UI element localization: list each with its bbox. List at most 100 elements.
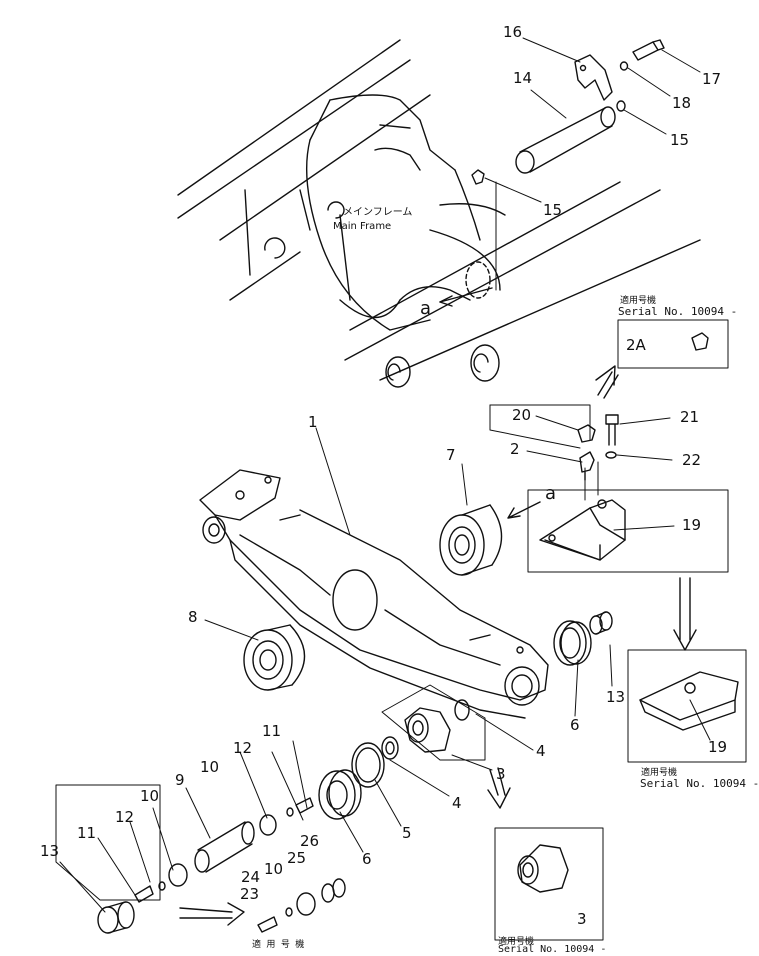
nut-15-lower bbox=[471, 169, 485, 185]
part-label-26: 26 bbox=[300, 832, 320, 850]
washer-22 bbox=[605, 451, 617, 459]
frame-hole-icon bbox=[264, 201, 500, 388]
part-label-4b: 4 bbox=[452, 794, 462, 812]
washer-12-upper bbox=[286, 807, 294, 817]
part-label-6a: 6 bbox=[362, 850, 372, 868]
part-label-22: 22 bbox=[682, 451, 702, 469]
bolt-23 bbox=[257, 916, 278, 933]
part-label-11b: 11 bbox=[77, 824, 97, 842]
part-label-4a: 4 bbox=[536, 742, 546, 760]
part-label-10a: 10 bbox=[200, 758, 220, 776]
ring-5 bbox=[351, 742, 385, 788]
bolt-11-left bbox=[134, 885, 154, 903]
bracket-20-top bbox=[489, 404, 591, 441]
serial-note-bottom: Serial No. 10094 - bbox=[498, 944, 607, 955]
hatched-arrow-down-small bbox=[487, 767, 511, 809]
part-label-12a: 12 bbox=[233, 739, 253, 757]
grease-fitting-2a bbox=[691, 332, 709, 351]
part-label-19b: 19 bbox=[708, 738, 728, 756]
view-marker-a: a bbox=[420, 298, 432, 319]
part-label-18: 18 bbox=[672, 94, 692, 112]
plate-10-bottom bbox=[296, 892, 316, 916]
main-frame-label-en: Main Frame bbox=[333, 221, 392, 232]
serial-box-2a bbox=[617, 319, 729, 369]
equalizer-bar-1 bbox=[199, 469, 549, 719]
hatched-arrow-up bbox=[595, 365, 619, 399]
bracket-left bbox=[55, 784, 161, 901]
view-marker-a-2: a bbox=[545, 483, 557, 504]
bracket-19 bbox=[527, 489, 729, 573]
part-label-17: 17 bbox=[702, 70, 722, 88]
plate-16 bbox=[574, 54, 613, 101]
bolt-21 bbox=[605, 414, 619, 446]
serial-box-3 bbox=[494, 827, 604, 941]
bolt-17 bbox=[632, 39, 665, 61]
seal-4-bottom bbox=[381, 736, 399, 760]
part-label-11a: 11 bbox=[262, 722, 282, 740]
part-label-13b: 13 bbox=[606, 688, 626, 706]
part-label-25: 25 bbox=[287, 849, 307, 867]
ring-5-inner bbox=[355, 747, 381, 783]
washer-24 bbox=[285, 907, 293, 917]
part-label-21: 21 bbox=[680, 408, 700, 426]
view-arrow-a-2 bbox=[507, 501, 541, 519]
part-label-7: 7 bbox=[446, 446, 456, 464]
part-label-24: 24 bbox=[241, 868, 261, 886]
part-label-19a: 19 bbox=[682, 516, 702, 534]
main-frame-label-jp: メインフレーム bbox=[343, 207, 413, 218]
part-label-1: 1 bbox=[308, 413, 318, 431]
nut-15 bbox=[616, 100, 626, 112]
part-label-5: 5 bbox=[402, 824, 412, 842]
bearing-6-left bbox=[318, 769, 362, 820]
fitting-20 bbox=[577, 424, 596, 443]
hatched-arrow-down bbox=[673, 577, 697, 651]
part-label-3b: 3 bbox=[577, 910, 587, 928]
pin-14 bbox=[515, 106, 616, 174]
seal-4-top bbox=[454, 699, 470, 721]
grease-fitting-2 bbox=[579, 451, 595, 481]
bearing-6-right bbox=[553, 620, 592, 666]
part-label-20: 20 bbox=[512, 406, 532, 424]
bushing-8 bbox=[243, 624, 306, 691]
part-label-13a: 13 bbox=[40, 842, 60, 860]
shim-25 bbox=[321, 883, 335, 903]
washer-18 bbox=[619, 61, 629, 71]
shim-26 bbox=[332, 878, 346, 898]
serial-note-right-jp: 適用号機 bbox=[641, 768, 678, 778]
spherical-bushing-3-alt bbox=[517, 844, 569, 893]
part-label-12b: 12 bbox=[115, 808, 135, 826]
bushing-13-right bbox=[589, 611, 613, 635]
part-label-8: 8 bbox=[188, 608, 198, 626]
bushing-7 bbox=[439, 504, 503, 576]
plate-10-upper bbox=[259, 814, 277, 836]
pin-9 bbox=[194, 821, 255, 873]
part-label-10c: 10 bbox=[264, 860, 284, 878]
part-label-15b: 15 bbox=[543, 201, 563, 219]
serial-note-right: Serial No. 10094 - bbox=[640, 777, 759, 790]
plate-19 bbox=[539, 499, 626, 561]
part-label-3a: 3 bbox=[496, 765, 506, 783]
plate-19-alt bbox=[639, 671, 739, 731]
bolt-11-upper bbox=[295, 797, 314, 814]
part-label-16: 16 bbox=[503, 23, 523, 41]
bracket-20-21 bbox=[489, 404, 581, 449]
seal-4-bottom-inner bbox=[385, 741, 395, 755]
part-label-9: 9 bbox=[175, 771, 185, 789]
part-label-23: 23 bbox=[240, 885, 260, 903]
bushing-13-left bbox=[97, 901, 135, 934]
part-label-10b: 10 bbox=[140, 787, 160, 805]
serial-note-top: Serial No. 10094 - bbox=[618, 305, 738, 318]
plate-10-left bbox=[168, 863, 188, 887]
serial-note-bottom-jp: 適用号機 bbox=[498, 937, 535, 947]
spherical-bushing-3 bbox=[404, 707, 451, 753]
part-label-14: 14 bbox=[513, 69, 533, 87]
part-label-2a: 2A bbox=[626, 336, 646, 354]
part-label-6b: 6 bbox=[570, 716, 580, 734]
view-arrow-a bbox=[439, 287, 493, 303]
leader-lines bbox=[59, 37, 711, 913]
arrow-head bbox=[439, 295, 453, 307]
serial-note-top-jp: 適用号機 bbox=[620, 296, 657, 306]
serial-box-19 bbox=[627, 649, 747, 763]
part-label-15a: 15 bbox=[670, 131, 690, 149]
